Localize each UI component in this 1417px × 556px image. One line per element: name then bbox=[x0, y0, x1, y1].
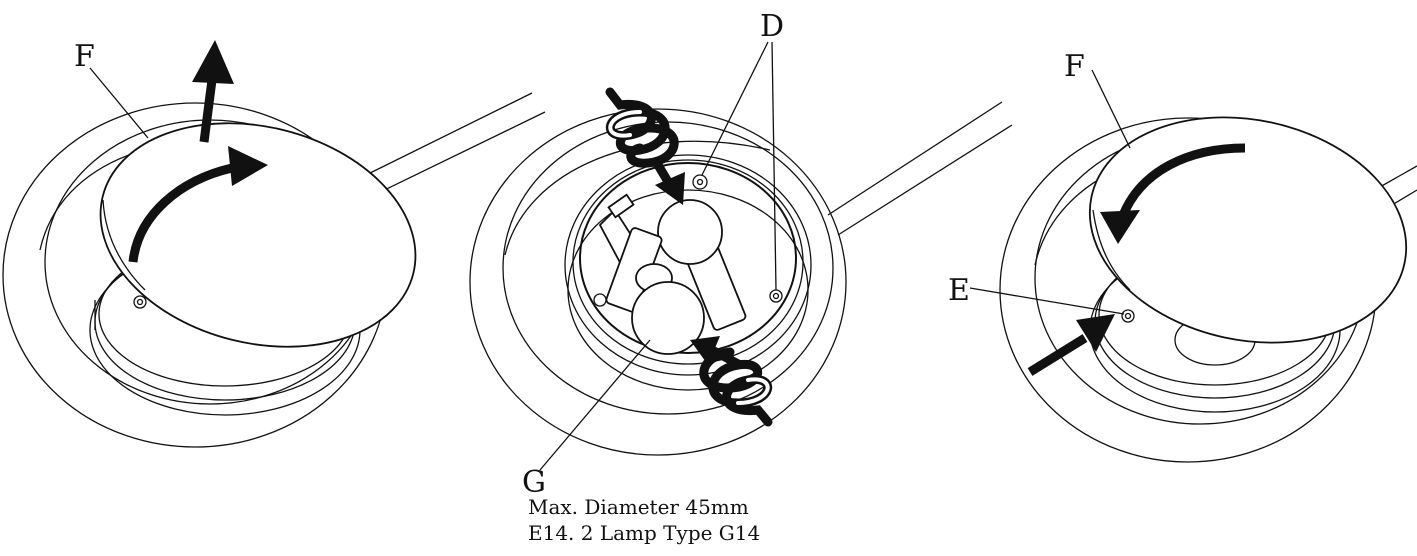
label-d: D bbox=[760, 9, 784, 44]
twist-in-icon bbox=[605, 87, 685, 205]
fixture-arm-middle bbox=[827, 101, 1013, 236]
leader-f-right bbox=[1091, 69, 1131, 149]
lift-arrow-icon bbox=[199, 79, 217, 143]
twist-out-icon bbox=[690, 336, 773, 427]
cover-disc-left bbox=[99, 122, 417, 348]
note-lamp-type: E14. 2 Lamp Type G14 bbox=[528, 521, 760, 545]
outer-ring bbox=[469, 108, 847, 456]
label-g: G bbox=[522, 465, 546, 500]
leader-f-left bbox=[89, 67, 149, 139]
rotate-arrow-icon bbox=[1117, 143, 1246, 220]
ring-contour bbox=[504, 140, 771, 256]
step-replace-bulbs: D G Max. Diameter 45mm E14. 2 Lamp Type … bbox=[469, 9, 1013, 545]
screw-icon bbox=[769, 289, 783, 303]
leader-g bbox=[539, 339, 651, 471]
bulb-back bbox=[657, 199, 747, 331]
rotate-arrow-icon bbox=[128, 163, 234, 263]
lamp-housing-middle bbox=[564, 154, 812, 391]
step-remove-cover: F bbox=[2, 39, 546, 448]
screw-icon bbox=[593, 293, 607, 307]
label-f-right: F bbox=[1064, 49, 1085, 84]
screw-icon bbox=[133, 295, 147, 309]
cover-disc-right bbox=[1088, 116, 1408, 344]
step-refit-cover: F E bbox=[948, 49, 1417, 463]
leader-d-2 bbox=[771, 41, 777, 291]
fixture-arm-left bbox=[359, 92, 546, 199]
note-max-diameter: Max. Diameter 45mm bbox=[528, 495, 749, 519]
label-e: E bbox=[948, 273, 970, 308]
bulb-front bbox=[605, 227, 705, 355]
label-f-left: F bbox=[74, 39, 95, 74]
screw-icon bbox=[1121, 309, 1135, 323]
leader-e bbox=[969, 287, 1125, 315]
screw-icon bbox=[692, 174, 708, 190]
leader-d-1 bbox=[701, 41, 769, 176]
push-arrow-icon bbox=[1027, 334, 1088, 376]
